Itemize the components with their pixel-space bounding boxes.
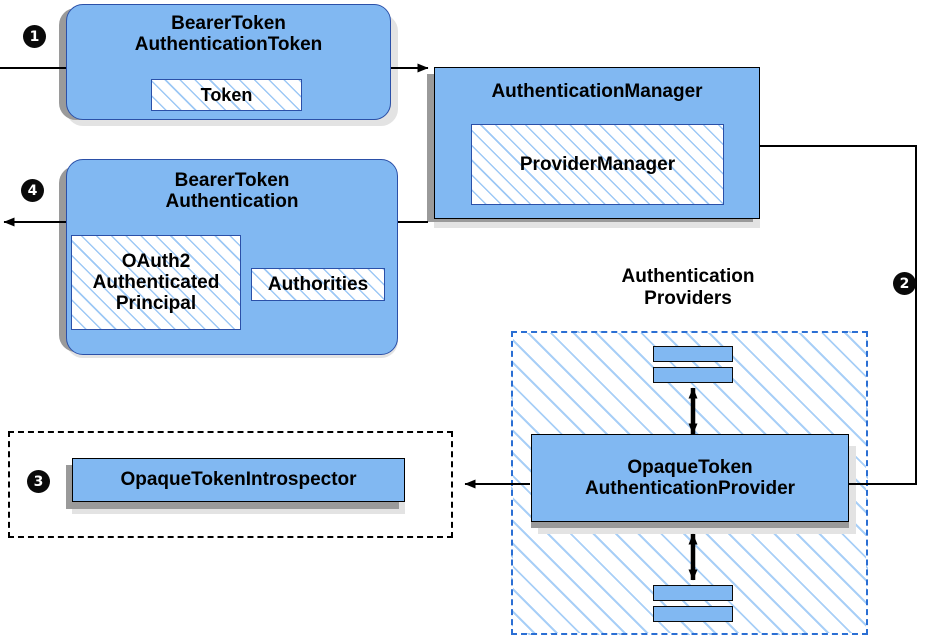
stacked-bar-lower-bottom-icon	[653, 606, 733, 622]
opaque-token-authentication-provider-line2: AuthenticationProvider	[584, 478, 796, 499]
compartment-provider-manager-label: ProviderManager	[519, 153, 676, 175]
stacked-bar-upper-bottom-icon	[653, 367, 733, 383]
compartment-oauth2-authenticated-principal[interactable]: OAuth2 Authenticated Principal	[71, 235, 241, 330]
principal-line3: Principal	[115, 293, 197, 315]
stacked-bar-lower-top-icon	[653, 585, 733, 601]
compartment-authorities[interactable]: Authorities	[251, 268, 385, 301]
authentication-providers-label-line1: Authentication	[621, 266, 755, 287]
node-opaque-token-authentication-provider[interactable]: OpaqueToken AuthenticationProvider	[531, 434, 849, 522]
marker-step-2: 2	[893, 272, 916, 295]
marker-step-3: 3	[27, 470, 50, 493]
marker-step-1-number: 1	[29, 28, 40, 45]
stacked-bar-upper-top-icon	[653, 346, 733, 362]
opaque-token-authentication-provider-line1: OpaqueToken	[627, 456, 753, 478]
bearer-token-authentication-line2: Authentication	[165, 191, 299, 213]
marker-step-4: 4	[21, 179, 44, 202]
compartment-provider-manager[interactable]: ProviderManager	[471, 124, 724, 205]
compartment-token[interactable]: Token	[151, 79, 302, 111]
bearer-token-authentication-token-line2: AuthenticationToken	[134, 34, 323, 56]
opaque-token-introspector-label: OpaqueTokenIntrospector	[120, 469, 357, 491]
bearer-token-authentication-token-line1: BearerToken	[171, 13, 286, 34]
node-opaque-token-introspector[interactable]: OpaqueTokenIntrospector	[72, 458, 405, 502]
marker-step-4-number: 4	[27, 182, 38, 199]
bearer-token-authentication-line1: BearerToken	[174, 170, 290, 191]
compartment-token-label: Token	[200, 84, 253, 105]
authentication-providers-label-line2: Providers	[644, 287, 732, 309]
marker-step-1: 1	[23, 25, 46, 48]
authentication-manager-title: AuthenticationManager	[491, 81, 703, 102]
marker-step-2-number: 2	[899, 275, 910, 292]
principal-line1: OAuth2	[121, 250, 191, 272]
compartment-authorities-label: Authorities	[267, 273, 369, 295]
marker-step-3-number: 3	[33, 473, 44, 490]
authentication-providers-label: Authentication Providers	[568, 266, 808, 310]
principal-line2: Authenticated	[92, 271, 220, 293]
introspector-group	[8, 431, 453, 538]
